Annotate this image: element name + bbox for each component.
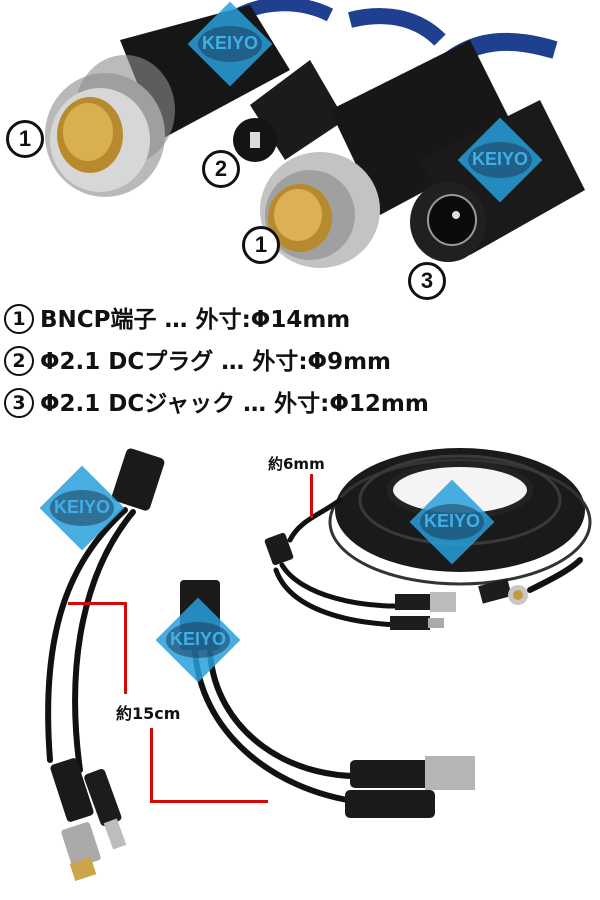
length-bracket-bottom [150, 800, 268, 803]
diameter-indicator-line [310, 474, 313, 518]
spec-number: 2 [4, 346, 34, 376]
spec-dimension: 外寸:Φ14mm [195, 307, 351, 333]
keiyo-watermark: KEIYO [39, 465, 125, 551]
keiyo-watermark: KEIYO [155, 597, 241, 683]
length-bracket-top [68, 602, 126, 605]
length-bracket-lower [150, 728, 153, 802]
spec-number: 1 [4, 304, 34, 334]
keiyo-watermark: KEIYO [409, 479, 495, 565]
spec-dimension: 外寸:Φ9mm [252, 349, 391, 375]
spec-separator: … [221, 349, 245, 375]
spec-name: Φ2.1 DCジャック [40, 391, 236, 417]
spec-separator: … [243, 391, 267, 417]
split-length-label: 約15cm [116, 704, 181, 723]
spec-number: 3 [4, 388, 34, 418]
spec-name: BNCP端子 [40, 307, 157, 333]
connector-illustration [45, 0, 585, 268]
callout-1-right: 1 [242, 226, 280, 264]
callout-1-left: 1 [6, 120, 44, 158]
spec-separator: … [164, 307, 188, 333]
callout-2: 2 [202, 150, 240, 188]
keiyo-watermark: KEIYO [187, 1, 273, 87]
spec-name: Φ2.1 DCプラグ [40, 349, 214, 375]
callout-3: 3 [408, 262, 446, 300]
connector-photo: KEIYO KEIYO 1 2 1 3 [0, 0, 600, 300]
cable-photo: KEIYO KEIYO KEIYO 約6mm 約15cm [0, 430, 600, 900]
spec-dimension: 外寸:Φ12mm [274, 391, 429, 417]
length-bracket-upper [124, 602, 127, 694]
keiyo-watermark: KEIYO [457, 117, 543, 203]
cable-diameter-label: 約6mm [268, 455, 325, 473]
